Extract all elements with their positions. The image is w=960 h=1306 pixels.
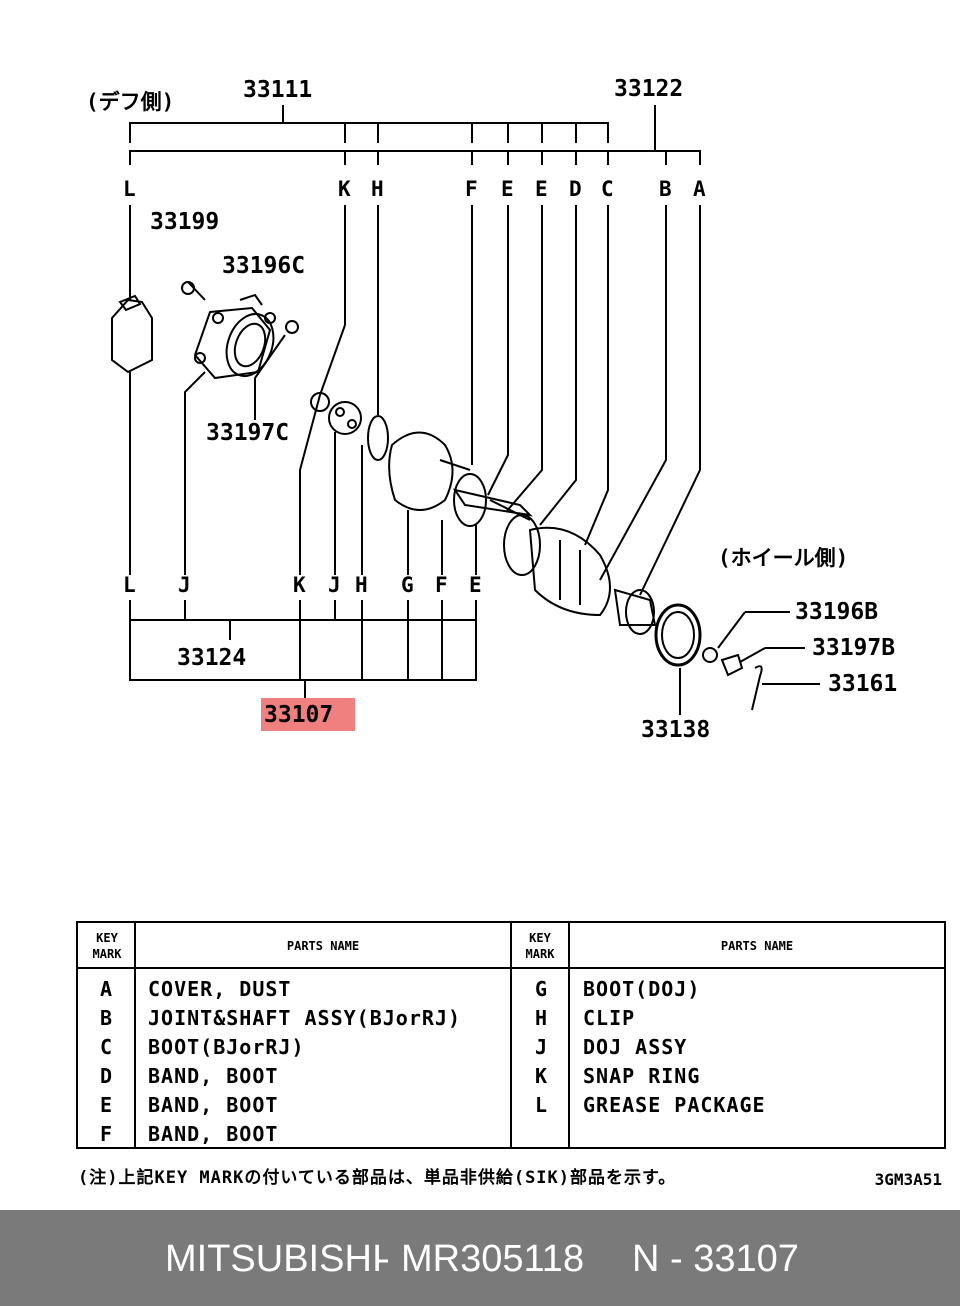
footer-brand: MITSUBISHI [165, 1238, 383, 1280]
table-row-key: G [535, 977, 549, 1001]
table-row-name: SNAP RING [583, 1064, 701, 1088]
part-number-33122: 33122 [614, 76, 684, 102]
top-key-c: C [601, 177, 614, 201]
table-divider [568, 923, 570, 1147]
wheel-side-label: (ホイール側) [718, 546, 849, 570]
part-number-33107[interactable]: 33107 [264, 702, 334, 728]
header-parts-name-right: PARTS NAME [720, 939, 794, 953]
table-divider [510, 923, 512, 1147]
table-row-key: J [535, 1035, 549, 1059]
top-key-b: B [659, 177, 672, 201]
exploded-diagram [111, 105, 820, 715]
header-key-mark-right: KEY MARK [525, 931, 555, 962]
highlight-box [261, 698, 355, 731]
table-row-key: K [535, 1064, 549, 1088]
bracket-33122 [129, 150, 701, 165]
top-key-e2: E [535, 177, 548, 201]
table-row-key: C [100, 1035, 114, 1059]
table-row-name: BAND, BOOT [148, 1122, 279, 1146]
top-key-a: A [693, 177, 706, 201]
table-row-name: BAND, BOOT [148, 1093, 279, 1117]
part-number-33138: 33138 [641, 717, 711, 743]
top-key-e1: E [501, 177, 514, 201]
table-row-name: COVER, DUST [148, 977, 292, 1001]
top-key-l: L [123, 177, 136, 201]
table-row-name: GREASE PACKAGE [583, 1093, 766, 1117]
bottom-key-h: H [355, 573, 368, 597]
table-row-name: JOINT&SHAFT ASSY(BJorRJ) [148, 1006, 461, 1030]
diff-side-label: (デフ側) [86, 90, 175, 114]
header-parts-name-left: PARTS NAME [286, 939, 360, 953]
tone-ring-shape [654, 603, 702, 667]
footer-bar: MITSUBISHI - MR305118 N - 33107 [0, 1210, 960, 1306]
table-row-key: L [535, 1093, 549, 1117]
table-row-name: CLIP [583, 1006, 636, 1030]
part-number-33161: 33161 [828, 671, 898, 697]
table-header-divider [78, 967, 944, 969]
bottom-key-j1: J [178, 573, 191, 597]
part-number-33197b: 33197B [812, 635, 896, 661]
table-row-name: BOOT(BJorRJ) [148, 1035, 305, 1059]
boot-bj-shape [528, 526, 611, 617]
table-row-key: D [100, 1064, 114, 1088]
bottom-key-j2: J [328, 573, 341, 597]
bottom-key-g: G [401, 573, 414, 597]
footer-part-number: MR305118 [401, 1238, 585, 1280]
table-row-name: BOOT(DOJ) [583, 977, 701, 1001]
table-row-key: F [100, 1122, 114, 1146]
part-number-33196c: 33196C [222, 253, 306, 279]
table-row-name: DOJ ASSY [583, 1035, 688, 1059]
bottom-key-f: F [435, 573, 448, 597]
table-row-key: H [535, 1006, 549, 1030]
top-key-k: K [338, 177, 351, 201]
bottom-key-k: K [293, 573, 306, 597]
footnote: (注)上記KEY MARKの付いている部品は、単品非供給(SIK)部品を示す。 [78, 1168, 677, 1188]
header-key-mark-left: KEY MARK [92, 931, 122, 962]
table-divider [134, 923, 136, 1147]
part-number-33111: 33111 [243, 77, 313, 103]
table-row-key: B [100, 1006, 114, 1030]
top-key-h: H [371, 177, 384, 201]
boot-doj-shape [388, 431, 454, 511]
part-number-33199: 33199 [150, 209, 220, 235]
table-row-key: A [100, 977, 114, 1001]
table-row-name: BAND, BOOT [148, 1064, 279, 1088]
part-number-33124: 33124 [177, 645, 247, 671]
footer-ref: N - 33107 [632, 1238, 799, 1280]
diagram-code: 3GM3A51 [874, 1170, 942, 1189]
bottom-key-l: L [123, 573, 136, 597]
parts-table: KEY MARK PARTS NAME KEY MARK PARTS NAME … [76, 921, 946, 1149]
footer-separator: - [377, 1238, 390, 1280]
table-row-key: E [100, 1093, 114, 1117]
top-key-d: D [569, 177, 582, 201]
top-key-f: F [465, 177, 478, 201]
bracket-33111 [129, 122, 609, 143]
grease-package-shape [111, 298, 153, 374]
part-number-33196b: 33196B [795, 599, 879, 625]
part-number-33197c: 33197C [206, 420, 290, 446]
bottom-key-e: E [469, 573, 482, 597]
